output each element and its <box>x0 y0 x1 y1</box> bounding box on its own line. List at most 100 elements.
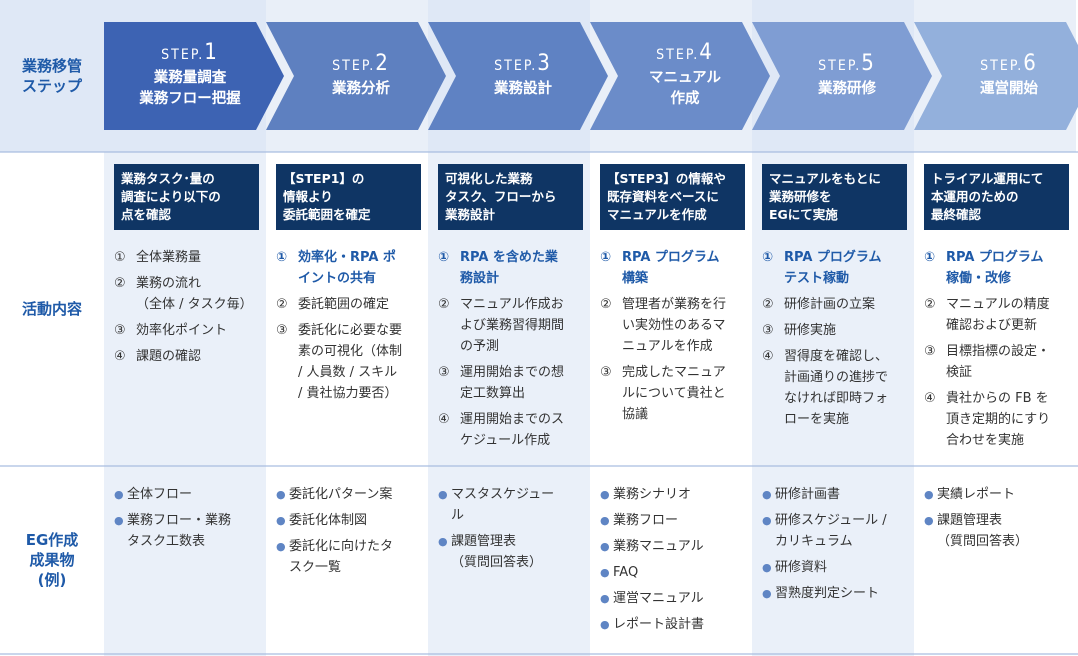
bullet-icon: ● <box>438 535 448 548</box>
activity-text: 管理者が業務を行 い実効性のあるマ ニュアルを作成 <box>622 297 727 354</box>
step-number-digit: 6 <box>1023 50 1038 76</box>
step-number-digit: 2 <box>375 50 390 76</box>
summary-text: 可視化した業務タスク、フローから業務設計 <box>445 170 556 224</box>
step-1-summary-box: 業務タスク･量の調査により以下の点を確認 <box>114 164 259 230</box>
activity-text: 研修実施 <box>784 323 837 338</box>
step-number: STEP.2 <box>332 50 390 77</box>
step-title: 業務量調査業務フロー把握 <box>139 68 241 110</box>
activity-text: RPA プログラム テスト稼動 <box>784 250 882 286</box>
activity-number: ③ <box>924 344 936 359</box>
row-label-steps: 業務移管 ステップ <box>21 57 82 95</box>
activity-number: ③ <box>600 365 612 380</box>
bullet-icon: ● <box>600 618 610 631</box>
step-prefix: STEP. <box>980 57 1024 74</box>
summary-text: 業務タスク･量の調査により以下の点を確認 <box>121 170 221 224</box>
step-prefix: STEP. <box>332 57 376 74</box>
bullet-icon: ● <box>600 514 610 527</box>
bullet-icon: ● <box>762 488 772 501</box>
activity-number: ② <box>762 297 774 312</box>
deliverable-text: 業務フロー・業務 タスク工数表 <box>127 513 232 549</box>
step-title: 業務設計 <box>494 79 552 100</box>
bullet-icon: ● <box>924 514 934 527</box>
summary-line: 【STEP1】の <box>283 171 365 186</box>
summary-line: 可視化した業務 <box>445 171 533 186</box>
deliverable-item: ●運営マニュアル <box>600 588 750 609</box>
deliverable-item: ●研修計画書 <box>762 484 912 505</box>
step-title-line: 作成 <box>670 91 700 107</box>
step-5-deliverables: ●研修計画書●研修スケジュール / カリキュラム●研修資料●習熟度判定シート <box>762 484 912 609</box>
bullet-icon: ● <box>276 540 286 553</box>
summary-line: 最終確認 <box>931 207 982 222</box>
summary-text: トライアル運用にて本運用のための最終確認 <box>931 170 1043 224</box>
step-title-line: 業務分析 <box>332 80 390 97</box>
activity-text: マニュアル作成お よび業務習得期間 の予測 <box>460 297 565 354</box>
activity-text: 全体業務量 <box>136 250 202 265</box>
summary-line: 既存資料をベースに <box>607 189 719 204</box>
deliverable-text: 全体フロー <box>127 487 193 502</box>
step-4-summary-box: 【STEP3】の情報や既存資料をベースにマニュアルを作成 <box>600 164 745 230</box>
step-number-digit: 4 <box>699 40 714 65</box>
activity-number: ① <box>276 250 288 265</box>
step-3-deliverables: ●マスタスケジュー ル●課題管理表 （質問回答表） <box>438 484 588 578</box>
step-6-deliverables: ●実績レポート●課題管理表 （質問回答表） <box>924 484 1074 557</box>
step-title: 業務研修 <box>818 79 876 100</box>
deliverable-item: ●研修スケジュール / カリキュラム <box>762 510 912 552</box>
activity-text: 研修計画の立案 <box>784 297 876 312</box>
summary-text: 【STEP3】の情報や既存資料をベースにマニュアルを作成 <box>607 170 726 224</box>
label-steps-bg <box>0 0 104 152</box>
bullet-icon: ● <box>600 488 610 501</box>
step-title-line: 業務設計 <box>494 80 552 97</box>
activity-text: 委託化に必要な要 素の可視化（体制 / 人員数 / スキル / 貴社協力要否） <box>298 323 403 401</box>
activity-text: 目標指標の設定・ 検証 <box>946 344 1051 380</box>
step-prefix: STEP. <box>656 47 700 63</box>
activity-text: 委託範囲の確定 <box>298 297 390 312</box>
activity-number: ④ <box>762 349 774 364</box>
bullet-icon: ● <box>114 488 124 501</box>
step-6-arrow-label: STEP.6 運営開始 <box>942 22 1076 130</box>
step-4-arrow-label: STEP.4 マニュアル作成 <box>618 22 752 130</box>
step-arrow <box>104 22 284 130</box>
activity-item: ③ 目標指標の設定・ 検証 <box>924 341 1074 383</box>
step-number: STEP.5 <box>818 52 876 77</box>
step-arrow <box>752 22 932 130</box>
deliverable-text: 委託化に向けたタ スク一覧 <box>289 539 394 575</box>
deliverable-item: ●業務シナリオ <box>600 484 750 505</box>
step-title-line: 運営開始 <box>980 80 1038 97</box>
activity-number: ① <box>924 250 936 265</box>
bullet-icon: ● <box>276 488 286 501</box>
deliverable-text: 運営マニュアル <box>613 591 704 606</box>
step-3-arrow-label: STEP.3 業務設計 <box>456 22 590 130</box>
bullet-icon: ● <box>762 587 772 600</box>
bullet-icon: ● <box>762 514 772 527</box>
activity-number: ② <box>924 297 936 312</box>
deliverable-item: ●委託化体制図 <box>276 510 426 531</box>
summary-text: 【STEP1】の情報より委託範囲を確定 <box>283 170 371 224</box>
summary-line: 業務タスク･量の <box>121 171 215 186</box>
row-label-activities: 活動内容 <box>21 300 82 318</box>
deliverable-text: 研修計画書 <box>775 487 841 502</box>
step-2-arrow-label: STEP.2 業務分析 <box>294 22 428 130</box>
step-number: STEP.3 <box>494 52 552 77</box>
activity-text: RPA を含めた業 務設計 <box>460 250 558 286</box>
activity-text: 効率化ポイント <box>136 323 228 338</box>
activity-number: ① <box>114 250 126 265</box>
step-1-deliverables: ●全体フロー●業務フロー・業務 タスク工数表 <box>114 484 264 557</box>
step-title: マニュアル作成 <box>649 68 721 110</box>
activity-text: 運用開始までのス ケジュール作成 <box>460 412 565 448</box>
step-arrow <box>590 22 770 130</box>
